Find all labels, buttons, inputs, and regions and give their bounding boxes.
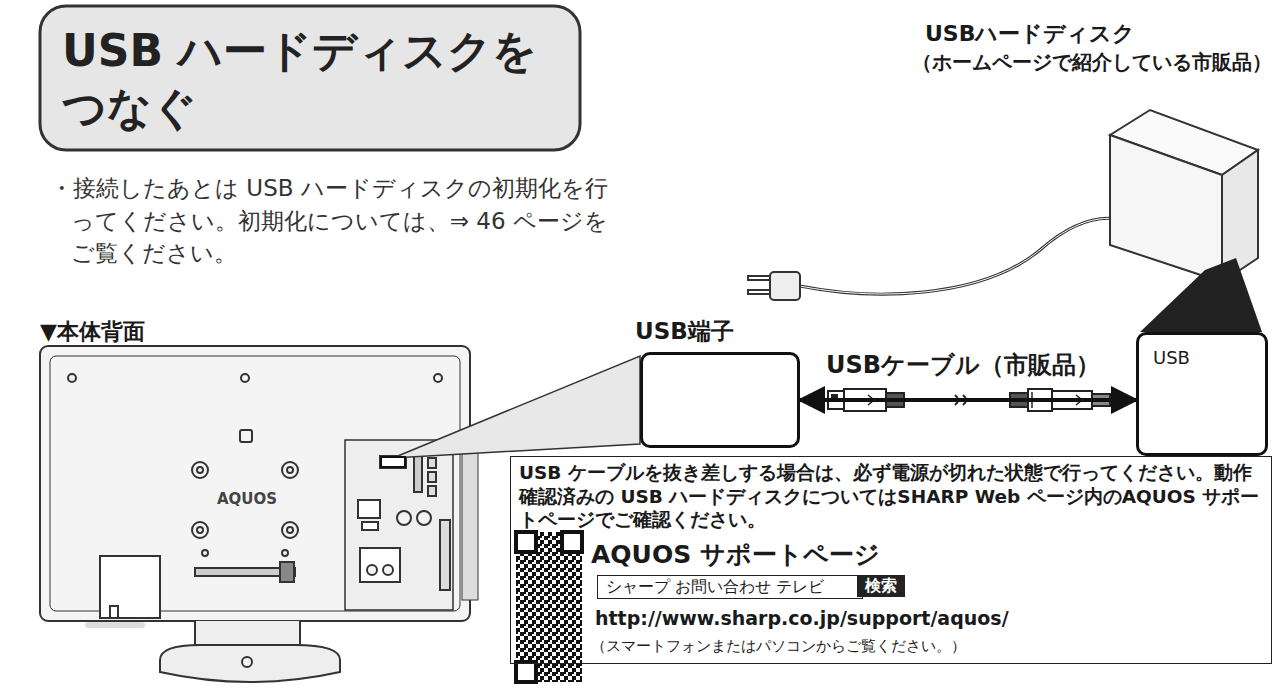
edge-label: USBケーブル（市販品）	[824, 350, 1102, 380]
support-heading: AQUOS サポートページ	[591, 539, 880, 570]
device-label: USBハードディスク	[925, 20, 1135, 48]
port-label: USB	[1153, 347, 1190, 370]
usb-cable-connector	[800, 398, 1136, 402]
search-button: 検索	[857, 575, 905, 597]
zoom-wedge-dark	[1140, 258, 1262, 332]
port-callout-box: USB端子	[640, 352, 800, 448]
tv-back	[40, 346, 478, 682]
zoom-wedge	[393, 356, 640, 458]
usb-port-mark	[381, 457, 405, 467]
url-note: （スマートフォンまたはパソコンからご覧ください。）	[591, 637, 966, 656]
section-label: ▼本体背面	[40, 318, 145, 346]
notice-text: USB ケーブルを抜き差しする場合は、必ず電源が切れた状態で行ってください。動作…	[519, 461, 1263, 532]
url-text: http://www.sharp.co.jp/support/aquos/	[595, 607, 1009, 631]
hdd-port-callout-box: USB	[1136, 332, 1268, 456]
notice-box: USB ケーブルを抜き差しする場合は、必ず電源が切れた状態で行ってください。動作…	[510, 456, 1272, 664]
callout-heading: USB端子	[635, 317, 734, 346]
usb-hard-disk	[748, 110, 1258, 300]
qr-code	[516, 532, 582, 682]
note-text: ・接続したあとは USB ハードディスクの初期化を行ってください。初期化について…	[50, 172, 611, 270]
title: USB ハードディスクを つなぐ	[62, 22, 562, 136]
search-box: シャープ お問い合わせ テレビ	[597, 575, 863, 599]
title-box	[40, 6, 580, 150]
brand-label: AQUOS	[217, 490, 277, 509]
device-note: （ホームページで紹介している市販品）	[912, 50, 1272, 75]
